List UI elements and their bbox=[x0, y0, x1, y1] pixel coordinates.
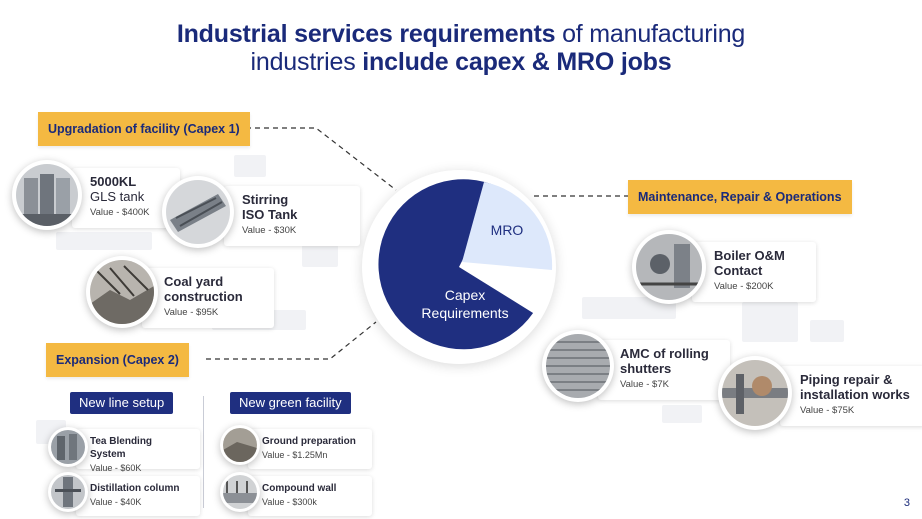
compound-wall-card: Compound wall Value - $300k bbox=[248, 476, 372, 516]
boiler-value: Value - $200K bbox=[714, 281, 774, 292]
distillation-photo-icon bbox=[48, 472, 88, 512]
coal-yard-name-2: construction bbox=[164, 289, 243, 304]
tea-blending-value: Value - $60K bbox=[90, 463, 142, 473]
iso-tank-value: Value - $30K bbox=[242, 225, 297, 236]
upgradation-label: Upgradation of facility (Capex 1) bbox=[38, 112, 250, 146]
decor-block bbox=[234, 155, 266, 177]
capex-slice bbox=[378, 179, 534, 350]
decor-block bbox=[662, 405, 702, 423]
boiler-photo-icon bbox=[632, 230, 706, 304]
capex-label-2: Requirements bbox=[421, 305, 508, 321]
tea-blending-card: Tea Blending System Value - $60K bbox=[76, 429, 200, 473]
page-number: 3 bbox=[903, 497, 910, 509]
iso-tank-photo-icon bbox=[162, 176, 234, 248]
pie-chart: MRO Capex Requirements bbox=[378, 179, 553, 350]
piping-name-2: installation works bbox=[800, 387, 910, 402]
gls-tank-name-2: GLS tank bbox=[90, 189, 145, 204]
shutter-card: AMC of rolling shutters Value - $7K bbox=[598, 340, 730, 400]
title-regular-2: industries bbox=[250, 48, 363, 76]
title-bold-2: include capex & MRO jobs bbox=[362, 48, 672, 76]
slide-title: Industrial services requirements of manu… bbox=[0, 20, 922, 76]
gls-tank-value: Value - $400K bbox=[90, 207, 150, 218]
compound-wall-photo-icon bbox=[220, 472, 260, 512]
compound-wall-value: Value - $300k bbox=[262, 497, 317, 507]
decor-block bbox=[582, 297, 676, 319]
coal-yard-card: Coal yard construction Value - $95K bbox=[142, 268, 274, 328]
gls-tank-name: 5000KL bbox=[90, 174, 137, 189]
coal-yard-photo-icon bbox=[86, 256, 158, 328]
ground-prep-card: Ground preparation Value - $1.25Mn bbox=[248, 429, 372, 469]
title-regular-1: of manufacturing bbox=[555, 20, 746, 48]
new-line-setup-tag: New line setup bbox=[70, 392, 174, 414]
mro-section-label: Maintenance, Repair & Operations bbox=[628, 180, 852, 214]
expansion-label: Expansion (Capex 2) bbox=[46, 343, 189, 377]
decor-block bbox=[742, 302, 798, 342]
ground-prep-value: Value - $1.25Mn bbox=[262, 450, 328, 460]
decor-block bbox=[56, 232, 152, 250]
ground-prep-photo-icon bbox=[220, 425, 260, 465]
coal-yard-name: Coal yard bbox=[164, 274, 224, 289]
piping-card: Piping repair & installation works Value… bbox=[780, 366, 922, 426]
tea-blending-name: Tea Blending System bbox=[90, 436, 153, 460]
section-divider bbox=[203, 396, 204, 508]
title-bold-1: Industrial services requirements bbox=[176, 20, 556, 48]
coal-yard-value: Value - $95K bbox=[164, 307, 219, 318]
decor-block bbox=[302, 245, 338, 267]
shutter-name: AMC of rolling bbox=[620, 346, 709, 361]
shutter-photo-icon bbox=[542, 330, 614, 402]
shutter-name-2: shutters bbox=[620, 361, 672, 376]
piping-name: Piping repair & bbox=[800, 372, 893, 387]
boiler-name-2: Contact bbox=[714, 263, 763, 278]
shutter-value: Value - $7K bbox=[620, 379, 669, 390]
decor-block bbox=[810, 320, 844, 342]
iso-tank-name-2: ISO Tank bbox=[242, 207, 298, 222]
iso-tank-name: Stirring bbox=[242, 192, 289, 207]
new-green-facility-tag: New green facility bbox=[230, 392, 351, 414]
tea-blending-photo-icon bbox=[48, 427, 88, 467]
mro-label: MRO bbox=[491, 222, 524, 238]
piping-value: Value - $75K bbox=[800, 405, 855, 416]
distillation-card: Distillation column Value - $40K bbox=[76, 476, 200, 516]
distillation-name: Distillation column bbox=[90, 483, 180, 494]
boiler-name: Boiler O&M bbox=[714, 248, 785, 263]
ground-prep-name: Ground preparation bbox=[262, 436, 356, 447]
piping-photo-icon bbox=[718, 356, 792, 430]
distillation-value: Value - $40K bbox=[90, 497, 142, 507]
boiler-card: Boiler O&M Contact Value - $200K bbox=[692, 242, 816, 302]
iso-tank-card: Stirring ISO Tank Value - $30K bbox=[224, 186, 360, 246]
mro-slice bbox=[462, 182, 553, 270]
compound-wall-name: Compound wall bbox=[262, 483, 337, 494]
gls-tank-photo-icon bbox=[12, 160, 82, 230]
capex-label-1: Capex bbox=[445, 287, 485, 303]
